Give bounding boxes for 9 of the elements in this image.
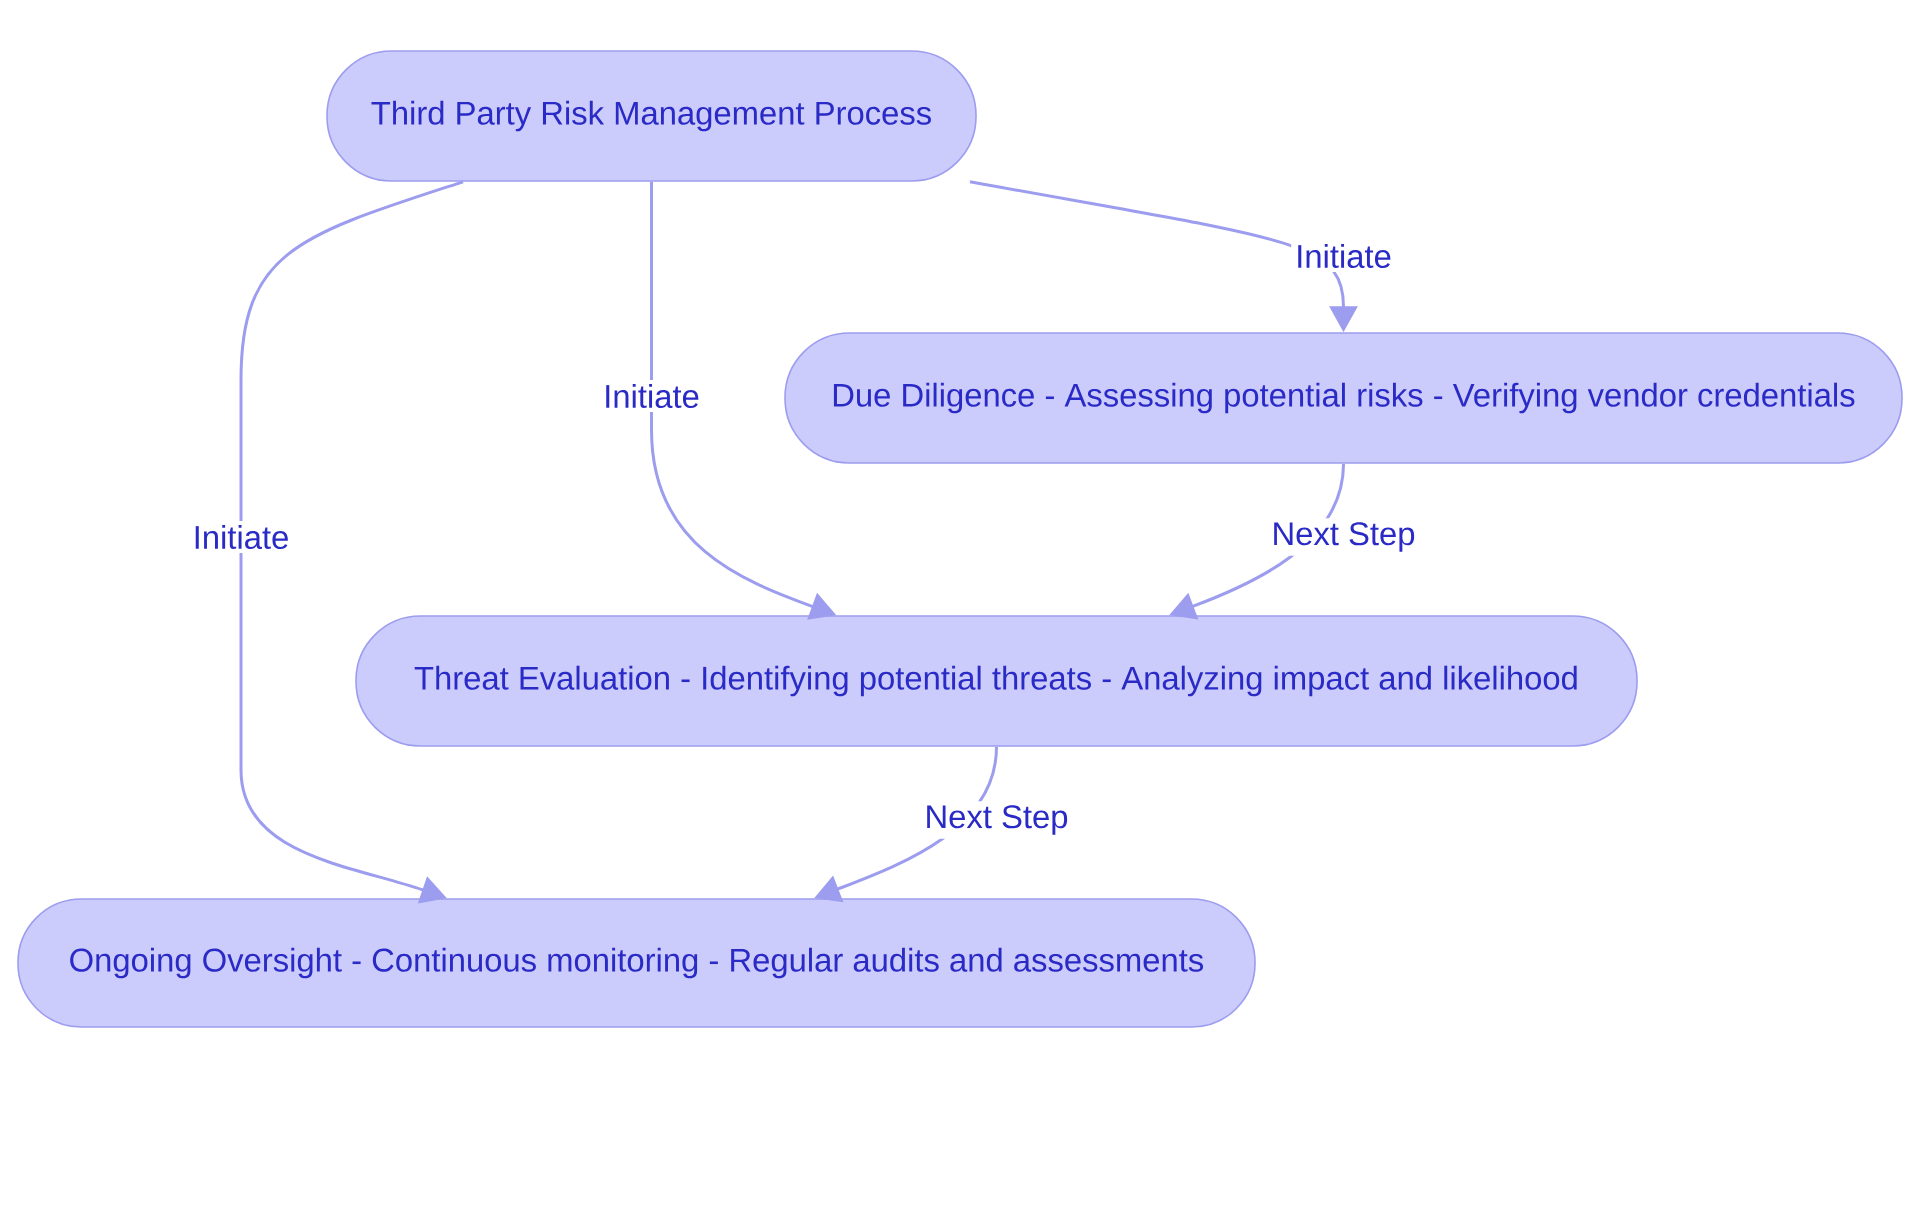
- process-box: Due Diligence - Assessing potential risks - Verifying vendor credentials: [784, 332, 1903, 464]
- process-box: Third Party Risk Management Process: [326, 50, 977, 182]
- edge-label: Initiate: [1291, 239, 1396, 273]
- edge-label: Next Step: [920, 801, 1073, 839]
- edge-label: Next Step: [1267, 518, 1420, 556]
- edge-label: Initiate: [599, 379, 704, 413]
- edge-label: Initiate: [188, 520, 294, 554]
- process-box: Ongoing Oversight - Continuous monitoring - Regular audits and assessments: [17, 898, 1256, 1028]
- process-box: Threat Evaluation - Identifying potential threats - Analyzing impact and likelihood: [355, 615, 1638, 747]
